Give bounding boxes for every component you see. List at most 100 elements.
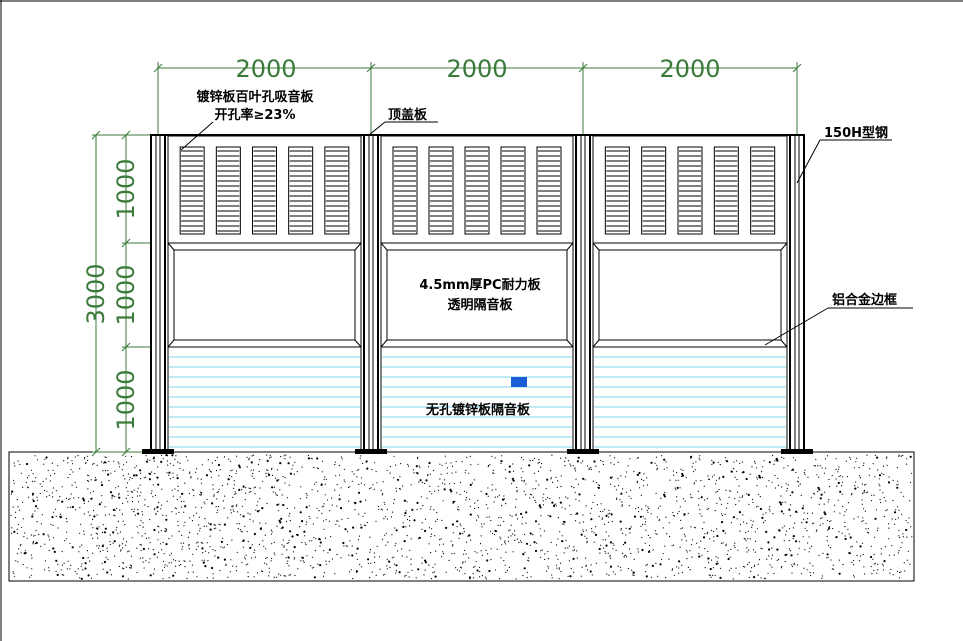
foundation-speckle [182,469,184,471]
foundation-speckle [682,469,684,471]
foundation-speckle [529,493,532,495]
foundation-speckle [334,461,336,463]
foundation-speckle [771,554,774,556]
foundation-speckle [497,496,499,498]
foundation-speckle [351,471,353,473]
foundation-speckle [53,550,56,554]
foundation-speckle [561,506,563,508]
foundation-speckle [303,530,306,533]
foundation-speckle [316,517,318,519]
foundation-speckle [227,478,230,481]
foundation-speckle [410,484,412,486]
foundation-speckle [709,575,711,577]
foundation-speckle [305,523,307,526]
foundation-speckle [521,523,523,525]
foundation-speckle [433,509,435,511]
foundation-speckle [18,548,20,550]
foundation-speckle [693,483,695,485]
foundation-speckle [311,489,313,491]
foundation-speckle [532,534,534,536]
foundation-speckle [319,564,322,567]
foundation-speckle [702,536,706,539]
foundation-speckle [227,517,229,519]
foundation-speckle [574,468,576,470]
foundation-speckle [288,542,290,544]
foundation-speckle [646,563,648,566]
foundation-speckle [71,546,74,549]
foundation-speckle [401,555,403,557]
foundation-speckle [656,516,659,518]
foundation-speckle [645,521,647,523]
foundation-speckle [522,574,524,577]
foundation-speckle [609,554,611,557]
foundation-speckle [640,494,642,496]
foundation-speckle [745,531,747,534]
foundation-speckle [79,532,81,534]
foundation-speckle [587,569,589,571]
foundation-speckle [625,534,627,536]
foundation-speckle [73,497,75,499]
foundation-speckle [323,478,325,481]
foundation-speckle [139,484,141,486]
foundation-speckle [360,566,363,568]
foundation-speckle [316,457,319,460]
foundation-speckle [633,515,637,518]
foundation-speckle [143,477,145,479]
foundation-speckle [246,466,248,468]
foundation-speckle [92,463,94,465]
foundation-speckle [310,457,312,459]
foundation-speckle [826,519,829,522]
foundation-speckle [744,566,746,568]
foundation-speckle [61,486,63,488]
foundation-speckle [188,545,190,547]
foundation-speckle [386,518,388,520]
foundation-speckle [34,510,36,512]
foundation-speckle [406,556,408,558]
foundation-speckle [279,489,281,491]
foundation-speckle [168,474,170,476]
foundation-speckle [748,549,750,551]
foundation-speckle [66,521,68,523]
foundation-speckle [232,565,234,567]
foundation-speckle [89,514,91,517]
foundation-speckle [127,578,129,580]
foundation-speckle [182,546,184,548]
foundation-speckle [762,513,764,515]
foundation-speckle [555,503,557,505]
foundation-speckle [455,460,457,463]
foundation-speckle [741,472,743,474]
foundation-speckle [687,512,689,515]
foundation-speckle [136,512,140,515]
foundation-speckle [679,546,681,548]
foundation-speckle [249,546,252,550]
foundation-speckle [82,569,84,571]
foundation-speckle [188,492,190,495]
foundation-speckle [568,560,571,562]
foundation-speckle [161,454,163,456]
foundation-speckle [409,525,411,527]
foundation-speckle [149,574,152,577]
foundation-speckle [206,498,208,501]
foundation-speckle [564,460,566,463]
foundation-speckle [25,553,27,555]
foundation-speckle [459,523,461,525]
foundation-speckle [512,479,515,482]
foundation-speckle [557,517,560,519]
frame-chamfer [380,242,388,251]
foundation-speckle [828,527,831,530]
foundation-speckle [853,467,856,469]
foundation-speckle [87,488,89,490]
foundation-speckle [588,467,590,469]
foundation-speckle [140,520,142,522]
foundation-speckle [698,553,700,555]
foundation-speckle [546,570,548,572]
foundation-speckle [645,505,647,507]
foundation-speckle [287,556,290,559]
foundation-speckle [83,513,85,515]
foundation-speckle [867,532,870,534]
base-plate [567,449,599,454]
foundation-speckle [188,472,191,474]
foundation-speckle [347,517,349,520]
foundation-speckle [226,483,229,485]
foundation-speckle [716,560,718,563]
